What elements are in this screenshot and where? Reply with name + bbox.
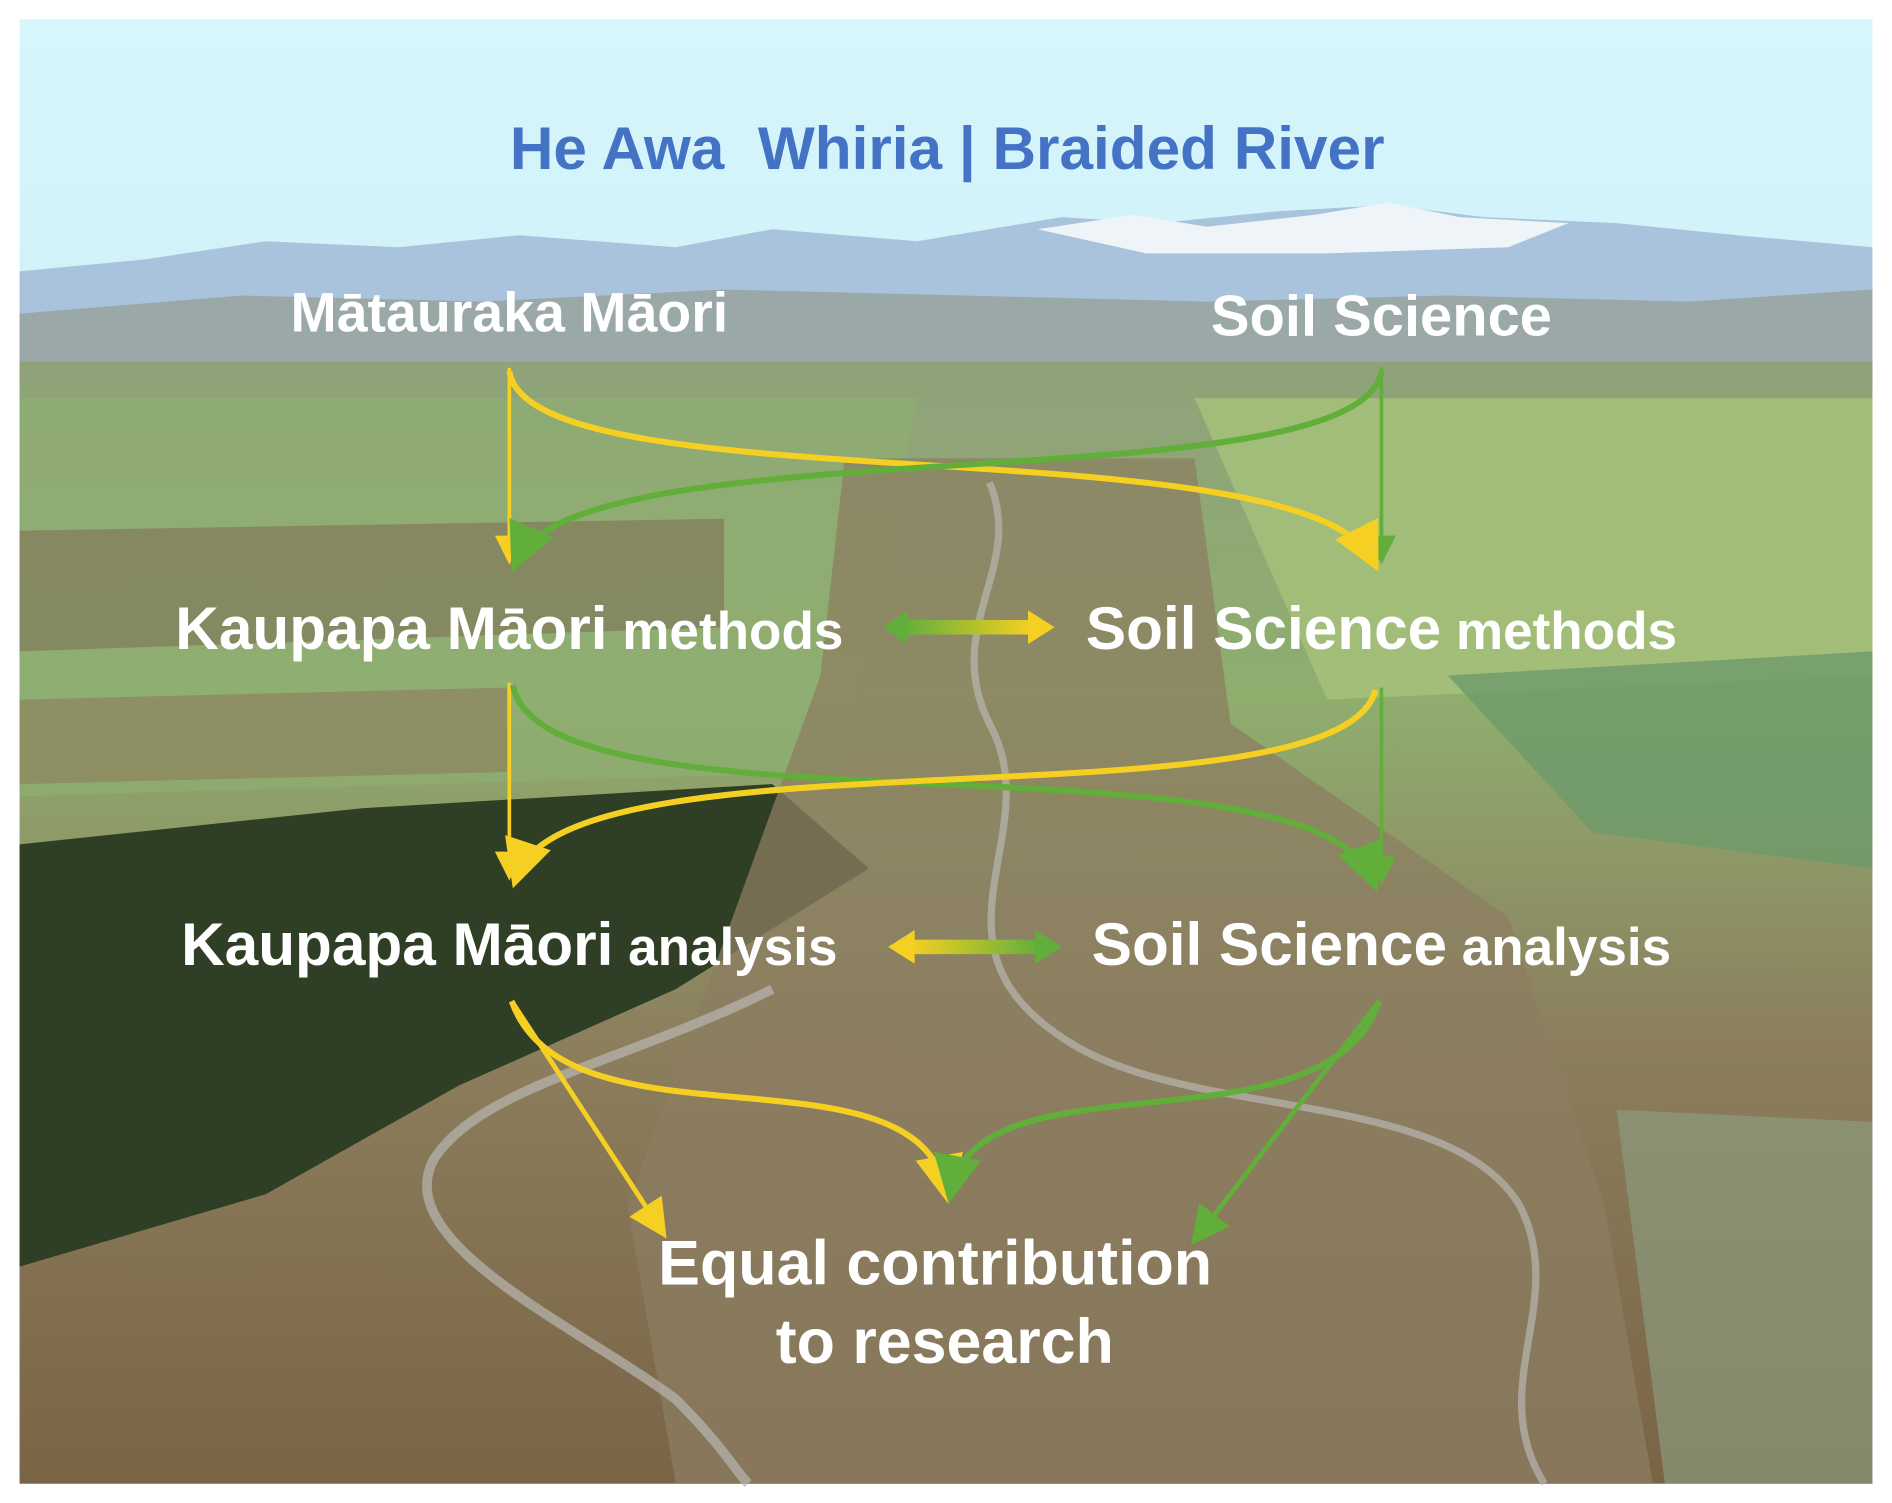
maori-methods-label: Kaupapa Māori methods xyxy=(175,594,843,662)
maori-analysis-rest: analysis xyxy=(613,918,837,977)
science-analysis-label: Soil Science analysis xyxy=(1092,910,1671,978)
tier1-arrows xyxy=(494,367,1396,572)
landscape-photo xyxy=(19,19,1873,1488)
diagram-title: He Awa Whiria | Braided River xyxy=(510,114,1385,184)
maori-analysis-bold: Kaupapa Māori xyxy=(181,910,613,978)
science-methods-bold: Soil Science xyxy=(1086,594,1441,662)
outcome-line-2: to research xyxy=(776,1307,1114,1377)
maori-methods-bold: Kaupapa Māori xyxy=(175,594,607,662)
methods-double-arrow xyxy=(883,610,1055,645)
science-analysis-bold: Soil Science xyxy=(1092,910,1447,978)
science-curve-arrow-1 xyxy=(509,370,1385,572)
analysis-double-arrow xyxy=(888,930,1062,964)
science-methods-rest: methods xyxy=(1441,602,1677,661)
outcome-line-1: Equal contribution xyxy=(658,1229,1212,1299)
source-soil-science: Soil Science xyxy=(1211,284,1552,348)
maori-analysis-label: Kaupapa Māori analysis xyxy=(181,910,837,978)
science-methods-label: Soil Science methods xyxy=(1086,594,1677,662)
maori-methods-rest: methods xyxy=(608,602,844,661)
tier3-arrows xyxy=(508,999,1382,1246)
tier2-arrows xyxy=(494,682,1396,892)
science-analysis-rest: analysis xyxy=(1447,918,1671,977)
source-maori-knowledge: Mātauraka Māori xyxy=(290,282,728,344)
